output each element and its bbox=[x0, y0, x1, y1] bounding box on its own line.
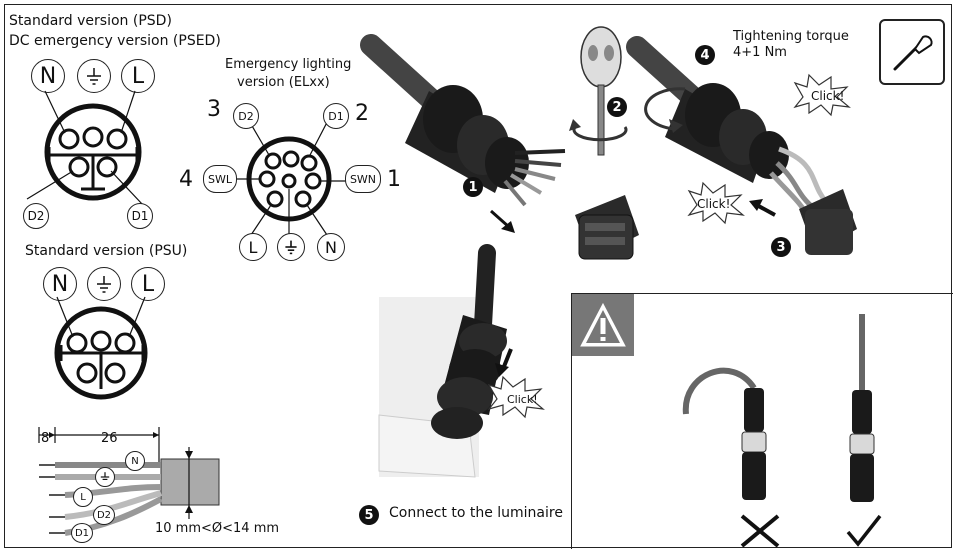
earth-icon bbox=[285, 240, 297, 255]
el-pin-d2: D2 bbox=[233, 103, 259, 129]
el-num-4: 4 bbox=[179, 167, 193, 192]
psd-label-l: L bbox=[121, 59, 155, 93]
el-pin-d1: D1 bbox=[323, 103, 349, 129]
step-3-badge: 3 bbox=[771, 237, 791, 257]
el-pin-swn: SWN bbox=[345, 165, 381, 193]
step1-cable-illustration bbox=[360, 34, 566, 233]
psd-heading: Standard version (PSD) bbox=[9, 13, 172, 29]
psu-label-n: N bbox=[43, 267, 77, 301]
psd-label-d2: D2 bbox=[23, 203, 49, 229]
psed-heading: DC emergency version (PSED) bbox=[9, 33, 221, 49]
el-num-3: 3 bbox=[207, 97, 221, 122]
luminaire-connection-illustration bbox=[378, 244, 513, 478]
tool-box bbox=[879, 19, 945, 85]
cable-strip-drawing bbox=[38, 427, 220, 536]
wire-label-earth bbox=[95, 467, 115, 487]
el-num-2: 2 bbox=[355, 101, 369, 126]
straight-cable-right-illustration bbox=[849, 314, 875, 502]
click-burst-icon bbox=[793, 73, 851, 117]
click-label-mid: Click! bbox=[697, 197, 731, 211]
el-heading-1: Emergency lighting bbox=[225, 57, 352, 72]
screwdriver-connector-illustration bbox=[569, 26, 639, 260]
tightening-illustration bbox=[626, 36, 857, 255]
step-2-badge: 2 bbox=[607, 97, 627, 117]
step-5-badge: 5 bbox=[359, 505, 379, 525]
step-1-badge: 1 bbox=[463, 177, 483, 197]
wire-label-d2: D2 bbox=[93, 505, 115, 525]
click-label-top: Click! bbox=[811, 89, 845, 103]
bent-cable-wrong-illustration bbox=[682, 367, 767, 500]
warning-panel bbox=[571, 293, 953, 549]
psd-connector-face bbox=[26, 90, 144, 206]
el-pin-swl: SWL bbox=[203, 165, 237, 193]
torque-line1: Tightening torque bbox=[733, 29, 849, 44]
wire-label-l: L bbox=[73, 487, 93, 507]
click-burst-icon bbox=[487, 375, 545, 419]
earth-icon bbox=[87, 68, 101, 85]
el-connector-face bbox=[225, 106, 349, 236]
psd-label-d1: D1 bbox=[127, 203, 153, 229]
click-burst-icon bbox=[687, 181, 745, 225]
connect-caption: Connect to the luminaire bbox=[389, 505, 563, 521]
diagram-frame: Standard version (PSD) DC emergency vers… bbox=[4, 4, 953, 549]
el-pin-earth bbox=[277, 233, 305, 261]
warning-icon-box bbox=[572, 294, 634, 356]
checkmark-icon bbox=[846, 514, 882, 547]
psu-earth-label bbox=[87, 267, 121, 301]
screwdriver-icon bbox=[893, 35, 933, 71]
earth-icon bbox=[97, 276, 111, 293]
el-heading-2: version (ELxx) bbox=[237, 75, 330, 90]
warning-icon bbox=[580, 302, 626, 347]
el-pin-n: N bbox=[317, 233, 345, 261]
torque-line2: 4+1 Nm bbox=[733, 45, 787, 60]
earth-icon bbox=[100, 472, 110, 480]
dim-long: 26 bbox=[101, 431, 118, 446]
dim-short: 8 bbox=[41, 431, 50, 446]
cross-icon bbox=[740, 514, 780, 548]
cable-diameter: 10 mm<Ø<14 mm bbox=[155, 521, 280, 536]
el-num-1: 1 bbox=[387, 167, 401, 192]
psd-earth-label bbox=[77, 59, 111, 93]
click-label-bottom: Click! bbox=[507, 393, 538, 406]
psu-heading: Standard version (PSU) bbox=[25, 243, 188, 259]
psu-label-l: L bbox=[131, 267, 165, 301]
step-4-badge: 4 bbox=[695, 45, 715, 65]
wire-label-d1: D1 bbox=[71, 523, 93, 543]
psd-label-n: N bbox=[31, 59, 65, 93]
el-pin-l: L bbox=[239, 233, 267, 261]
wire-label-n: N bbox=[125, 451, 145, 471]
psu-connector-face bbox=[54, 296, 148, 400]
